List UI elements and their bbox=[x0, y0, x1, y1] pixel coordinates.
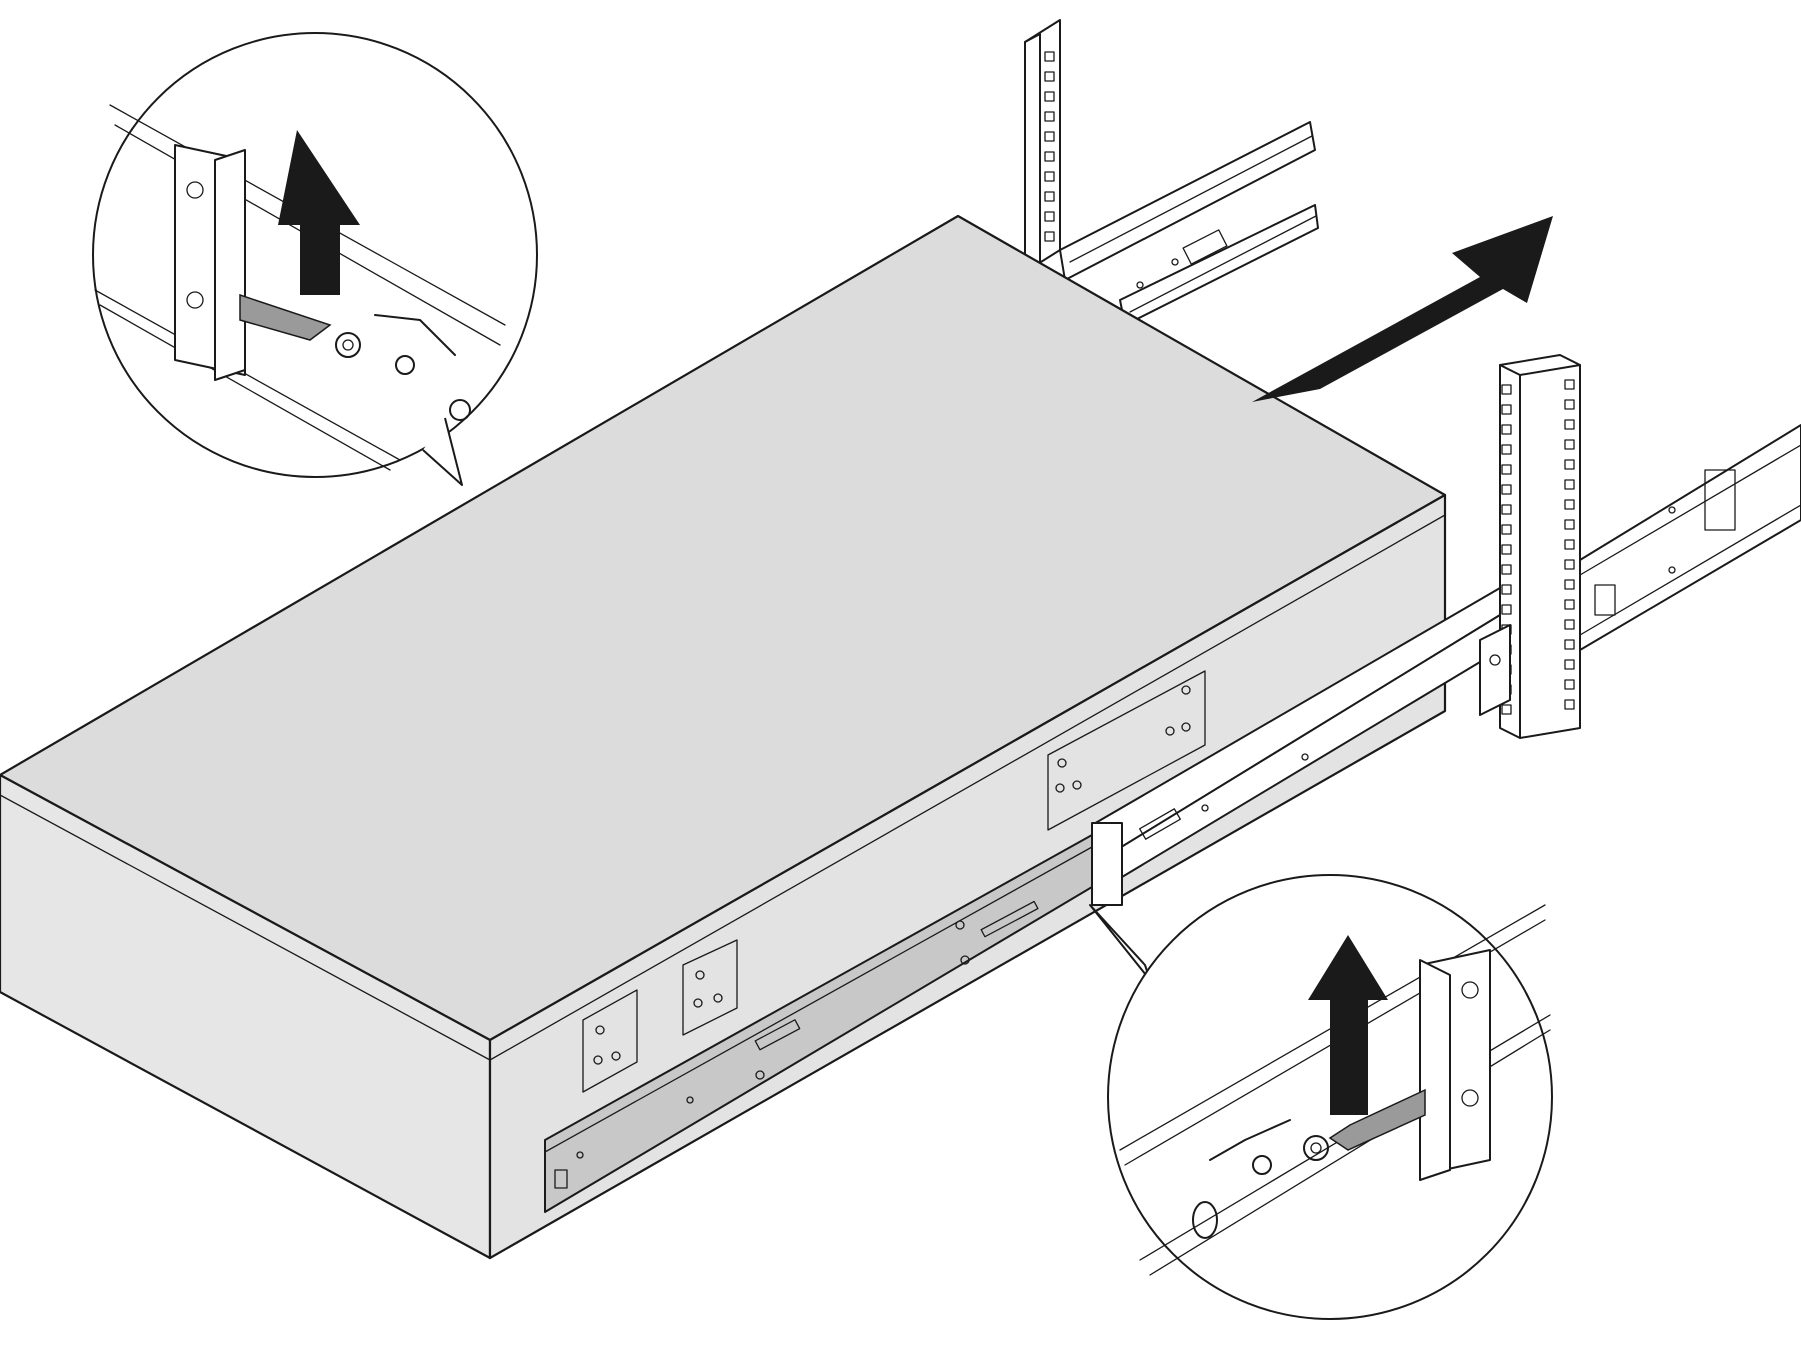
rack-post-hole bbox=[1501, 484, 1512, 495]
rack-post-hole bbox=[1501, 524, 1512, 535]
rack-post-hole bbox=[1044, 151, 1055, 162]
rack-post-hole bbox=[1044, 191, 1055, 202]
slide-direction-arrow bbox=[1252, 216, 1553, 402]
rack-post-front bbox=[1499, 354, 1581, 739]
rack-post-hole bbox=[1564, 679, 1575, 690]
rack-post-hole bbox=[1044, 211, 1055, 222]
rack-post-hole bbox=[1044, 111, 1055, 122]
rack-rail-front-outer bbox=[1579, 424, 1801, 651]
rack-post-hole bbox=[1501, 404, 1512, 415]
rack-post-hole bbox=[1044, 71, 1055, 82]
rack-post-hole bbox=[1044, 231, 1055, 242]
rack-post-hole bbox=[1564, 659, 1575, 670]
rack-post-hole bbox=[1564, 439, 1575, 450]
rack-post-hole bbox=[1501, 504, 1512, 515]
rack-post-hole bbox=[1501, 704, 1512, 715]
rack-post-hole bbox=[1564, 519, 1575, 530]
side-mounting-plates bbox=[582, 670, 1206, 1093]
rack-post-hole bbox=[1044, 131, 1055, 142]
rack-post-hole bbox=[1044, 91, 1055, 102]
rack-post-hole bbox=[1564, 599, 1575, 610]
rack-post-rear bbox=[1024, 19, 1061, 273]
rack-post-hole bbox=[1501, 464, 1512, 475]
rack-post-hole bbox=[1501, 384, 1512, 395]
rack-post-hole bbox=[1564, 399, 1575, 410]
lift-up-arrow bbox=[278, 130, 360, 295]
lift-up-arrow-2 bbox=[1308, 935, 1388, 1115]
rack-rail-front-inner bbox=[1091, 587, 1511, 906]
rack-post-hole bbox=[1501, 544, 1512, 555]
rack-post-hole bbox=[1564, 499, 1575, 510]
rack-post-hole bbox=[1564, 459, 1575, 470]
rack-post-hole bbox=[1564, 539, 1575, 550]
rack-post-hole bbox=[1564, 579, 1575, 590]
rack-post-hole bbox=[1044, 171, 1055, 182]
rack-post-hole bbox=[1501, 584, 1512, 595]
magnifier-callout-top bbox=[92, 32, 538, 486]
rack-post-hole bbox=[1564, 379, 1575, 390]
rack-rail-rear bbox=[1059, 121, 1319, 326]
rack-post-hole bbox=[1564, 479, 1575, 490]
rack-post-hole bbox=[1564, 619, 1575, 630]
rack-post-hole bbox=[1044, 51, 1055, 62]
rack-post-hole bbox=[1564, 699, 1575, 710]
rack-post-hole bbox=[1501, 424, 1512, 435]
rack-post-hole bbox=[1501, 604, 1512, 615]
rack-post-hole bbox=[1564, 559, 1575, 570]
rack-post-hole bbox=[1564, 639, 1575, 650]
rack-post-hole bbox=[1501, 564, 1512, 575]
rack-post-hole bbox=[1501, 444, 1512, 455]
magnifier-callout-bottom bbox=[1089, 874, 1553, 1320]
rack-post-hole bbox=[1564, 419, 1575, 430]
